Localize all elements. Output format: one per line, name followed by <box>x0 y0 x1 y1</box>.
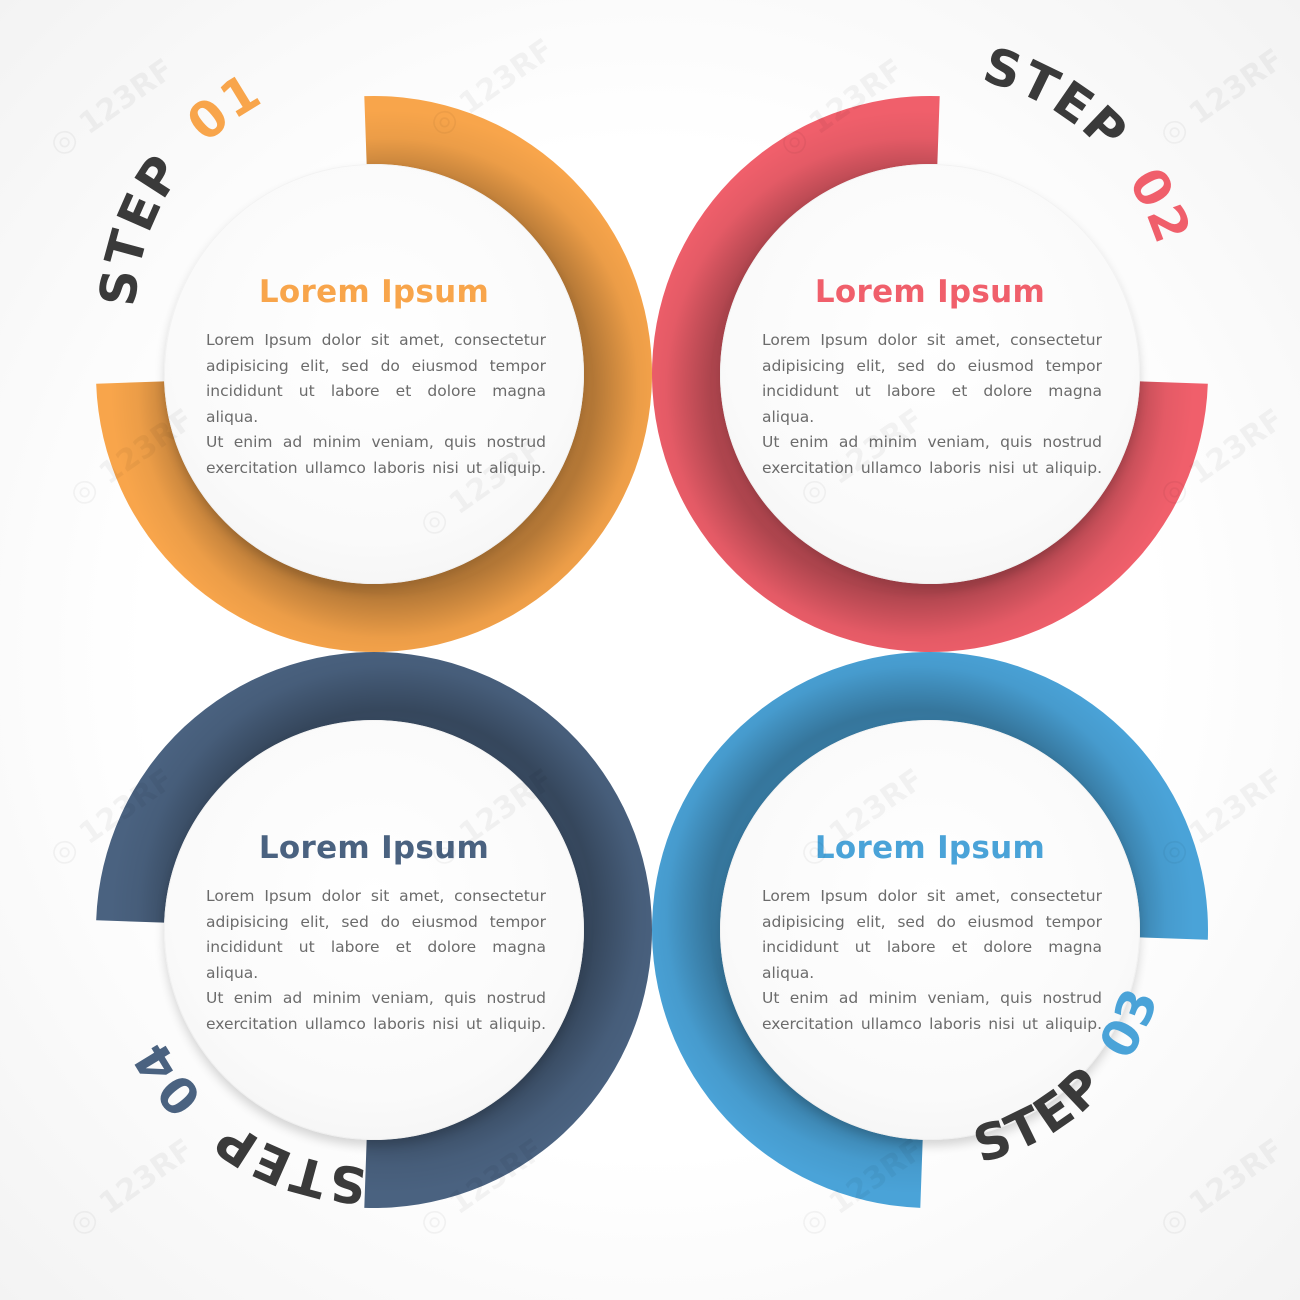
step-1-text-line: adipisicing elit, sed do eiusmod tempor <box>206 356 546 375</box>
step-3-title: Lorem Ipsum <box>814 830 1046 866</box>
step-4-text-line: Lorem Ipsum dolor sit amet, consectetur <box>206 887 546 905</box>
step-3-description: Lorem Ipsum dolor sit amet, consectetur … <box>762 884 1102 1037</box>
step-2-text-line: incididunt ut labore et dolore magna ali… <box>762 382 1102 426</box>
step-1-text-line: Lorem Ipsum dolor sit amet, consectetur <box>206 331 546 349</box>
step-1-description: Lorem Ipsum dolor sit amet, consectetur … <box>206 328 546 481</box>
step-3-text-line: Ut enim ad minim veniam, quis nostrud <box>762 989 1102 1007</box>
step-2-description: Lorem Ipsum dolor sit amet, consectetur … <box>762 328 1102 481</box>
step-2-text-line: Lorem Ipsum dolor sit amet, consectetur <box>762 331 1102 349</box>
step-2-title: Lorem Ipsum <box>814 274 1046 310</box>
step-2-text-line: adipisicing elit, sed do eiusmod tempor <box>762 356 1102 375</box>
step-1-title: Lorem Ipsum <box>258 274 490 310</box>
step-4-text-line: exercitation ullamco laboris nisi ut ali… <box>206 1014 546 1033</box>
step-2-card: Lorem Ipsum Lorem Ipsum dolor sit amet, … <box>720 164 1140 584</box>
step-1-text-line: exercitation ullamco laboris nisi ut ali… <box>206 458 546 477</box>
step-4-card: Lorem Ipsum Lorem Ipsum dolor sit amet, … <box>164 720 584 1140</box>
step-4-text-line: incididunt ut labore et dolore magna ali… <box>206 938 546 982</box>
step-1-card: Lorem Ipsum Lorem Ipsum dolor sit amet, … <box>164 164 584 584</box>
step-2-text-line: Ut enim ad minim veniam, quis nostrud <box>762 433 1102 451</box>
step-3-text-line: incididunt ut labore et dolore magna ali… <box>762 938 1102 982</box>
step-4-text-line: Ut enim ad minim veniam, quis nostrud <box>206 989 546 1007</box>
step-3-text-line: Lorem Ipsum dolor sit amet, consectetur <box>762 887 1102 905</box>
step-2-text-line: exercitation ullamco laboris nisi ut ali… <box>762 458 1102 477</box>
step-4-text-line: adipisicing elit, sed do eiusmod tempor <box>206 912 546 931</box>
step-3-text-line: exercitation ullamco laboris nisi ut ali… <box>762 1014 1102 1033</box>
step-4-title: Lorem Ipsum <box>258 830 490 866</box>
step-1-text-line: Ut enim ad minim veniam, quis nostrud <box>206 433 546 451</box>
step-3-text-line: adipisicing elit, sed do eiusmod tempor <box>762 912 1102 931</box>
step-1-text-line: incididunt ut labore et dolore magna ali… <box>206 382 546 426</box>
step-3-card: Lorem Ipsum Lorem Ipsum dolor sit amet, … <box>720 720 1140 1140</box>
step-4-description: Lorem Ipsum dolor sit amet, consectetur … <box>206 884 546 1037</box>
